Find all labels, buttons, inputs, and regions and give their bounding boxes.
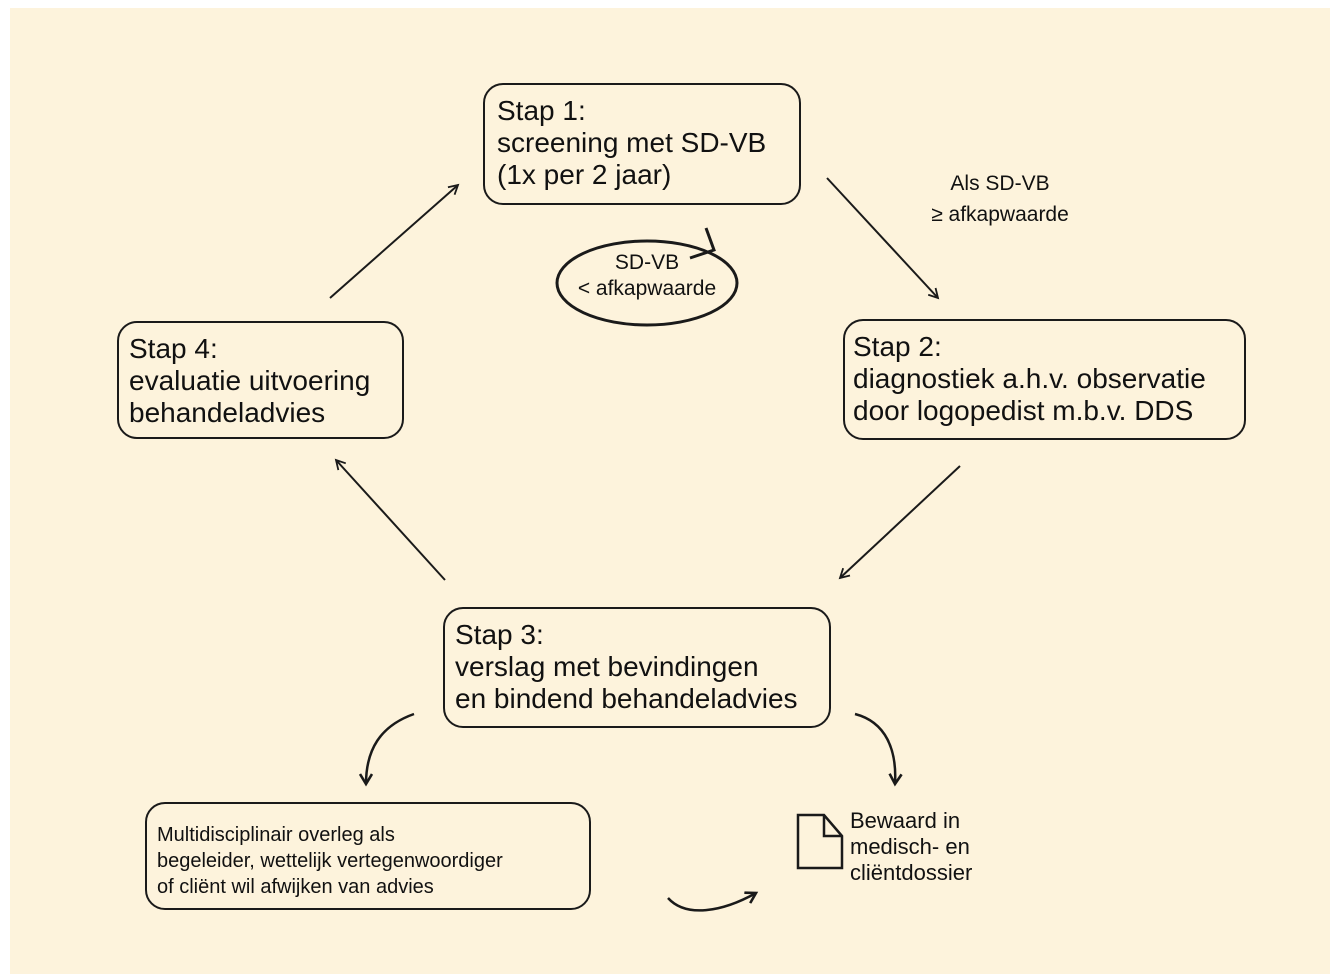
step-2-title: Stap 2: bbox=[853, 331, 942, 362]
loop-line2: < afkapwaarde bbox=[577, 277, 717, 300]
step-1-box: Stap 1: screening met SD-VB (1x per 2 ja… bbox=[483, 83, 801, 205]
step-4-box: Stap 4: evaluatie uitvoering behandeladv… bbox=[117, 321, 404, 439]
overleg-box: Multidisciplinair overleg als begeleider… bbox=[145, 802, 591, 910]
overleg-line2: begeleider, wettelijk vertegenwoordiger bbox=[157, 850, 503, 872]
step-2-line2: door logopedist m.b.v. DDS bbox=[853, 395, 1194, 426]
dossier-line3: cliëntdossier bbox=[850, 860, 973, 885]
step-1-title: Stap 1: bbox=[497, 95, 586, 126]
condition-label: Als SD-VB ≥ afkapwaarde bbox=[905, 168, 1095, 230]
overleg-line3: of cliënt wil afwijken van advies bbox=[157, 876, 434, 898]
dossier-line2: medisch- en bbox=[850, 834, 970, 859]
loop-label: SD-VB < afkapwaarde bbox=[547, 250, 747, 302]
condition-line1: Als SD-VB bbox=[950, 172, 1050, 195]
overleg-line1: Multidisciplinair overleg als bbox=[157, 824, 395, 846]
loop-line1: SD-VB bbox=[614, 251, 680, 274]
dossier-line1: Bewaard in bbox=[850, 808, 961, 833]
condition-line2: ≥ afkapwaarde bbox=[931, 203, 1069, 226]
step-2-box: Stap 2: diagnostiek a.h.v. observatie do… bbox=[843, 319, 1246, 440]
step-3-title: Stap 3: bbox=[455, 619, 544, 650]
step-3-line1: verslag met bevindingen bbox=[455, 651, 759, 682]
dossier-label: Bewaard in medisch- en cliëntdossier bbox=[850, 808, 972, 886]
step-1-line2: (1x per 2 jaar) bbox=[497, 159, 672, 190]
step-2-line1: diagnostiek a.h.v. observatie bbox=[853, 363, 1206, 394]
step-3-line2: en bindend behandeladvies bbox=[455, 683, 798, 714]
step-4-line1: evaluatie uitvoering bbox=[129, 365, 371, 396]
step-4-line2: behandeladvies bbox=[129, 397, 326, 428]
step-1-line1: screening met SD-VB bbox=[497, 127, 767, 158]
diagram-background bbox=[10, 8, 1330, 974]
step-4-title: Stap 4: bbox=[129, 333, 218, 364]
step-3-box: Stap 3: verslag met bevindingen en binde… bbox=[443, 607, 831, 728]
